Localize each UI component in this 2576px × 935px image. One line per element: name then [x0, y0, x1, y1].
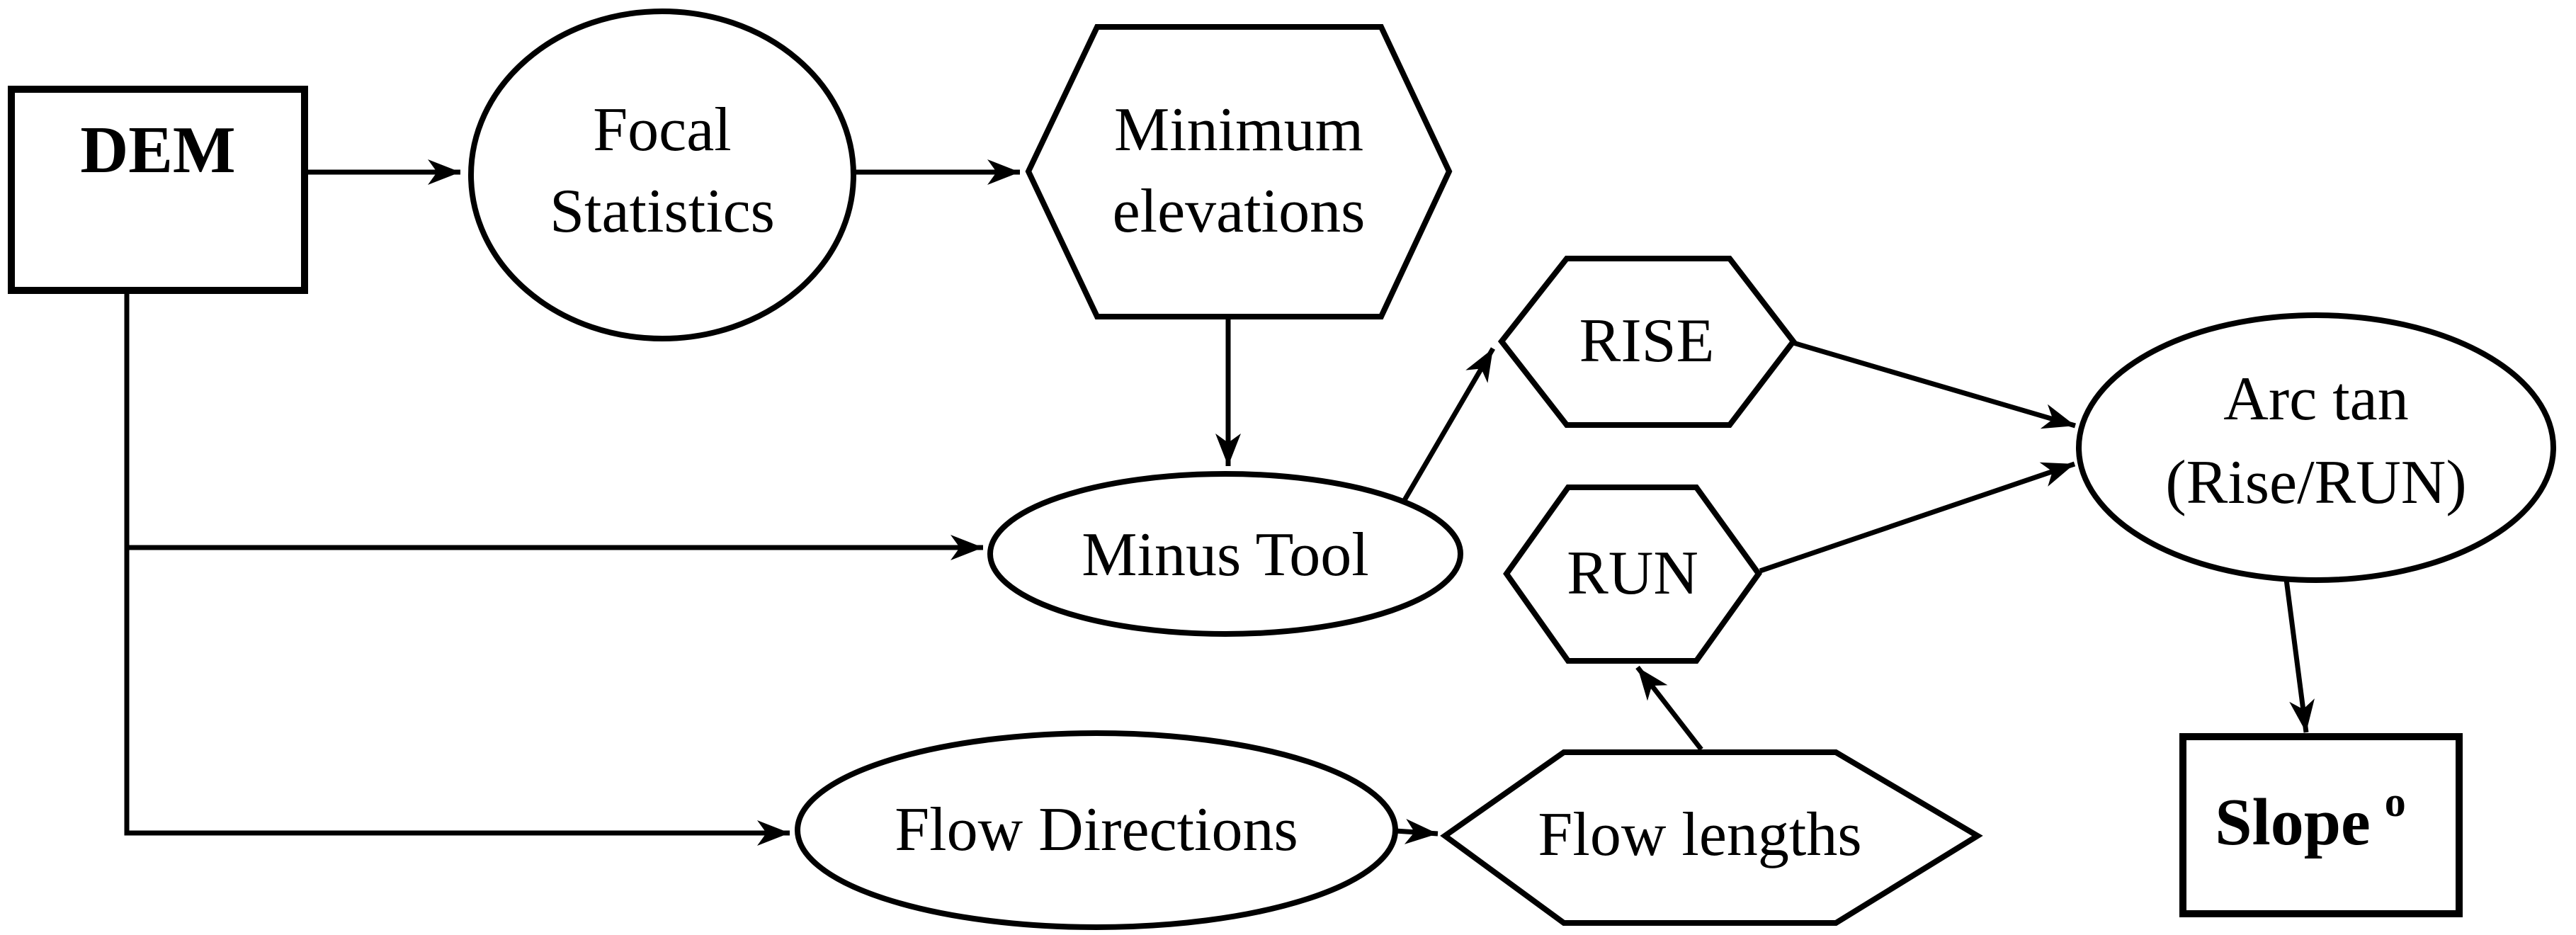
node-rise: RISE — [1497, 256, 1798, 428]
rise-hexagon — [1497, 256, 1798, 428]
edge-dem-to-flow-directions — [124, 292, 790, 846]
dem-label: DEM — [80, 113, 235, 187]
minimum-elevations-hexagon — [1025, 24, 1453, 319]
edge-flow-lengths-to-run — [1635, 665, 1703, 752]
focal-statistics-ellipse — [468, 8, 856, 341]
node-minus-tool: Minus Tool — [987, 471, 1463, 637]
node-arc-tan: Arc tan (Rise/RUN) — [2076, 312, 2556, 583]
edge-run-to-arc-tan — [1759, 461, 2076, 574]
slope-box — [2179, 733, 2463, 917]
flow-lengths-hexagon — [1440, 749, 1983, 926]
minus-tool-ellipse — [987, 471, 1463, 637]
dem-box — [8, 86, 308, 294]
flow-directions-ellipse — [795, 730, 1398, 930]
arc-tan-ellipse — [2076, 312, 2556, 583]
run-label: RUN — [1567, 539, 1698, 608]
node-flow-directions: Flow Directions — [795, 730, 1398, 930]
minus-tool-label: Minus Tool — [1082, 521, 1368, 589]
node-flow-lengths: Flow lengths — [1440, 749, 1983, 926]
minimum-elevations-label-line1: Minimum — [1114, 96, 1363, 164]
edge-group — [124, 159, 2315, 846]
edge-arc-tan-to-slope — [2283, 579, 2315, 733]
focal-statistics-label-line2: Statistics — [550, 177, 775, 246]
run-hexagon — [1503, 484, 1762, 664]
node-minimum-elevations: Minimum elevations — [1025, 24, 1453, 319]
slope-label-superscript: o — [2385, 778, 2406, 825]
slope-label-text: Slope — [2215, 786, 2370, 859]
edge-minus-tool-to-rise — [1402, 347, 1496, 502]
minimum-elevations-label-line2: elevations — [1113, 177, 1366, 246]
rise-label: RISE — [1579, 307, 1715, 375]
arc-tan-label-line2: (Rise/RUN) — [2165, 448, 2466, 517]
flow-lengths-label: Flow lengths — [1538, 800, 1861, 869]
node-dem: DEM — [8, 86, 308, 294]
node-focal-statistics: Focal Statistics — [468, 8, 856, 341]
focal-statistics-label-line1: Focal — [593, 96, 732, 164]
node-run: RUN — [1503, 484, 1762, 664]
arc-tan-label-line1: Arc tan — [2223, 365, 2408, 434]
flow-directions-label: Flow Directions — [895, 795, 1298, 864]
edge-rise-to-arc-tan — [1793, 340, 2076, 429]
edge-flow-directions-to-flow-lengths — [1395, 818, 1439, 844]
